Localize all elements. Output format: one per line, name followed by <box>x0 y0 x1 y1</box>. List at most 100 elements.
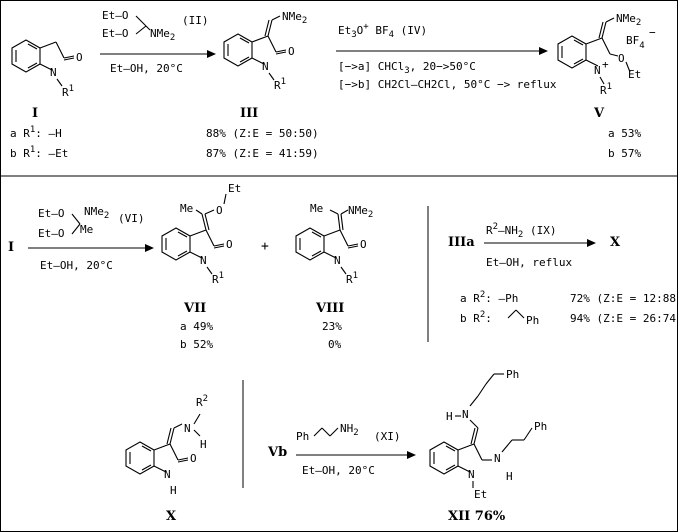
row3-condition: Et–OH, 20°C <box>302 464 375 477</box>
compound-XII-Et: Et <box>474 488 487 501</box>
compound-V-Et: Et <box>628 68 641 81</box>
compound-VII-R1: R1 <box>212 271 224 286</box>
yield-VIII-b: 0% <box>328 338 342 351</box>
compound-X-N: N <box>164 468 171 481</box>
compound-V-O: O <box>618 52 625 65</box>
reagent-IX: R2—NH2 (IX) <box>486 222 556 240</box>
compound-III-label: III <box>240 106 258 121</box>
compound-X-structure <box>125 423 189 475</box>
svg-text:NH2: NH2 <box>340 422 359 438</box>
svg-text:Ph: Ph <box>296 430 309 443</box>
condition-b: [−>b] CH2Cl–CH2Cl, 50°C −> reflux <box>338 78 557 91</box>
compound-VII-Oc: O <box>226 238 233 251</box>
compound-V-BF4: BF4 <box>626 34 645 51</box>
compound-III-NMe2: NMe2 <box>282 10 307 26</box>
variants-I: a R1: —H b R1: —Et <box>10 125 68 160</box>
compound-X-NH-H: H <box>200 438 207 451</box>
compound-VIII-R1: R1 <box>346 271 358 286</box>
compound-V-NMe2: NMe2 <box>616 12 641 28</box>
result-a-yield: 72% (Z:E = 12:88) <box>570 292 678 305</box>
compound-VIII-N: N <box>334 254 341 267</box>
compound-VII-N: N <box>200 254 207 267</box>
plus-sign: + <box>261 239 269 254</box>
compound-V-label: V <box>593 106 605 121</box>
svg-text:(VI): (VI) <box>118 212 145 225</box>
svg-text:a R1: —H: a R1: —H <box>10 125 62 140</box>
arrow-III-to-V <box>336 47 548 55</box>
yield-VII-a: a 49% <box>180 320 213 333</box>
svg-text:b R1: —Et: b R1: —Et <box>10 145 68 160</box>
arrow-Vb-to-XII <box>296 451 416 459</box>
arrow-I-to-III <box>100 50 216 58</box>
arrow-IIIa-to-X <box>484 239 596 247</box>
compound-VIII-structure <box>295 209 359 261</box>
arrow-I-to-VII <box>28 244 154 252</box>
compound-VIII-label: VIII <box>315 301 344 316</box>
reagent-VI: Et—O Et—O NMe2 Me (VI) <box>38 205 145 240</box>
reagent-XI: Ph NH2 (XI) <box>296 422 401 443</box>
row2-start-IIIa: IIIa <box>448 235 475 250</box>
compound-VIII-NMe2: NMe2 <box>348 204 373 220</box>
svg-text:(II): (II) <box>182 14 209 27</box>
svg-text:Et—O: Et—O <box>38 227 65 240</box>
svg-text:NMe2: NMe2 <box>84 205 109 221</box>
svg-text:R2—NH2 (IX): R2—NH2 (IX) <box>486 222 556 240</box>
yield-VIII-a: 23% <box>322 320 342 333</box>
compound-X-NH: N <box>184 422 191 435</box>
yield-V-b: b 57% <box>608 147 641 160</box>
compound-VII-O: O <box>216 204 223 217</box>
svg-text:Et3O+ BF4 (IV): Et3O+ BF4 (IV) <box>338 22 427 40</box>
yield-V-a: a 53% <box>608 127 641 140</box>
compound-V-structure <box>557 17 631 73</box>
svg-text:Et—O: Et—O <box>38 207 65 220</box>
compound-I-R1: R1 <box>62 84 74 99</box>
compound-XII-N2: N <box>494 452 501 465</box>
condition-a: [−>a] CHCl3, 20−>50°C <box>338 60 476 76</box>
compound-VII-Me: Me <box>180 202 193 215</box>
svg-text:Et—O: Et—O <box>102 27 129 40</box>
compound-VII-label: VII <box>183 301 206 316</box>
compound-X-label: X <box>166 509 177 524</box>
compound-I-label: I <box>32 106 38 121</box>
compound-V-N-charge: + <box>602 58 609 71</box>
compound-XII-label: XII 76% <box>448 509 506 524</box>
reagent-IV: Et3O+ BF4 (IV) <box>338 22 427 40</box>
result-a: a R2: —Ph <box>460 290 518 305</box>
compound-V-N: N <box>594 64 601 77</box>
yield-III-a: 88% (Z:E = 50:50) <box>206 127 319 140</box>
row2-start-I: I <box>8 240 14 255</box>
row2-condition: Et–OH, 20°C <box>40 259 113 272</box>
compound-V-BF4-charge: − <box>649 26 656 39</box>
condition-1: Et–OH, 20°C <box>110 62 183 75</box>
result-b-yield: 94% (Z:E = 26:74) <box>570 312 678 325</box>
compound-V-R1: R1 <box>600 82 612 97</box>
compound-VIII-Me: Me <box>310 202 323 215</box>
compound-X-O: O <box>190 452 197 465</box>
compound-VII-structure <box>161 193 227 261</box>
compound-III-structure <box>223 15 287 67</box>
compound-I-N: N <box>50 66 57 79</box>
compound-XII-Ph2: Ph <box>534 420 547 433</box>
result-b-ph: Ph <box>526 314 539 327</box>
reagent-II: Et—O Et—O NMe2 (II) <box>102 9 209 43</box>
svg-text:Et—O: Et—O <box>102 9 129 22</box>
compound-I-structure <box>11 39 75 73</box>
svg-text:NMe2: NMe2 <box>150 27 175 43</box>
compound-XII-H1: H <box>446 410 453 423</box>
compound-X-R2: R2 <box>196 394 208 409</box>
compound-X-H: H <box>170 484 177 497</box>
compound-III-R1: R1 <box>274 77 286 92</box>
compound-XII-N1: N <box>462 408 469 421</box>
row2-product-X: X <box>610 235 621 250</box>
compound-XII-chain2 <box>501 427 533 453</box>
svg-text:(XI): (XI) <box>374 430 401 443</box>
compound-VIII-O: O <box>360 238 367 251</box>
benzyl-group <box>507 309 525 319</box>
svg-text:Me: Me <box>80 223 93 236</box>
compound-VII-Et: Et <box>228 182 241 195</box>
yield-VII-b: b 52% <box>180 338 213 351</box>
compound-XII-H2: H <box>506 470 513 483</box>
compound-I-O: O <box>76 51 83 64</box>
compound-XII-chain1 <box>469 373 504 407</box>
